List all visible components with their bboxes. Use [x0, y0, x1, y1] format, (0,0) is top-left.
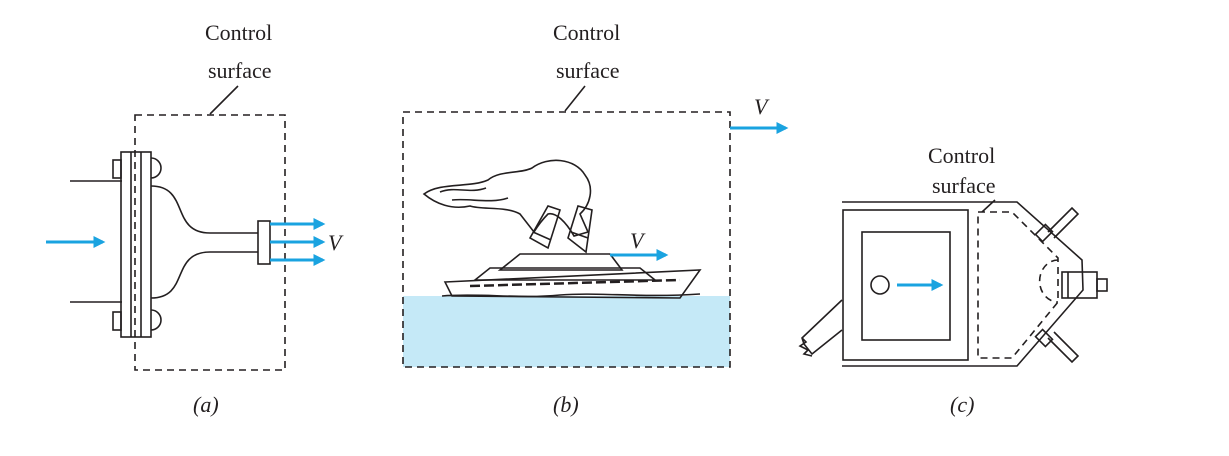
panel-a-control-surface: [134, 114, 286, 371]
panel-b-hull: [443, 269, 702, 299]
panel-a-velocity-label: V: [328, 230, 344, 255]
panel-b-funnel-2: [567, 205, 593, 254]
panel-a-nozzle-top: [150, 185, 258, 234]
panel-c-control-surface: [977, 211, 1059, 359]
panel-a-bolt-top-right: [150, 157, 162, 179]
panel-c-break-jag: [798, 337, 813, 357]
panel-a-flange: [120, 151, 152, 338]
panel-c-fin-top-mount: [1034, 223, 1054, 243]
panel-a-caption: (a): [193, 392, 219, 417]
panel-a: Control surface V (a): [46, 20, 344, 417]
panel-b-control-label-line2: surface: [556, 58, 620, 83]
panel-a-nozzle-bottom: [150, 251, 258, 299]
panel-c-caption: (c): [950, 392, 974, 417]
panel-c-fin-top: [1047, 206, 1080, 239]
panel-b-smoke-line1: [439, 187, 487, 193]
panel-a-bolt-bottom-right: [150, 309, 162, 331]
panel-a-bolt-top-left: [112, 159, 122, 179]
panel-a-control-label-line2: surface: [208, 58, 272, 83]
panel-c-rear-break: [801, 299, 843, 356]
panel-b: Control surface V V (b): [402, 20, 789, 417]
panel-a-nozzle-tip: [257, 220, 271, 265]
panel-b-hull-portholes: [469, 278, 681, 288]
panel-c-control-label-line2: surface: [932, 173, 996, 198]
panel-b-smoke: [422, 159, 592, 237]
panel-b-control-label-line1: Control: [553, 20, 620, 45]
panel-b-control-surface: [402, 111, 731, 368]
panel-b-waterline: [441, 293, 701, 298]
panel-c-particle: [870, 275, 890, 295]
panel-c-casing: [842, 201, 1084, 367]
panel-b-leader-line: [564, 85, 586, 112]
panel-a-control-label-line1: Control: [205, 20, 272, 45]
panel-b-smoke-line2: [451, 197, 509, 202]
panel-b-box-velocity-label: V: [754, 94, 770, 119]
panel-b-funnel-stripe-2: [570, 231, 589, 239]
panel-c-nozzle-tip: [1096, 278, 1108, 292]
panel-b-ship-velocity-label: V: [630, 228, 646, 253]
panel-c-fin-bottom-mount: [1034, 328, 1054, 348]
panel-c-control-surface-bulge: [1038, 259, 1059, 303]
panel-a-leader-line: [209, 85, 239, 115]
panel-b-caption: (b): [553, 392, 579, 417]
panel-c-tank: [842, 209, 969, 361]
panel-b-funnel-stripe: [532, 231, 552, 241]
panel-b-deck: [472, 267, 658, 281]
panel-c-inner-chamber: [861, 231, 951, 341]
panel-a-bolt-bottom-left: [112, 311, 122, 331]
panel-c: Control surface (c): [798, 143, 1108, 417]
panel-c-control-label-line1: Control: [928, 143, 995, 168]
panel-b-water: [403, 296, 730, 367]
panel-c-fin-bottom: [1047, 331, 1080, 364]
panel-b-funnel-1: [528, 205, 561, 250]
